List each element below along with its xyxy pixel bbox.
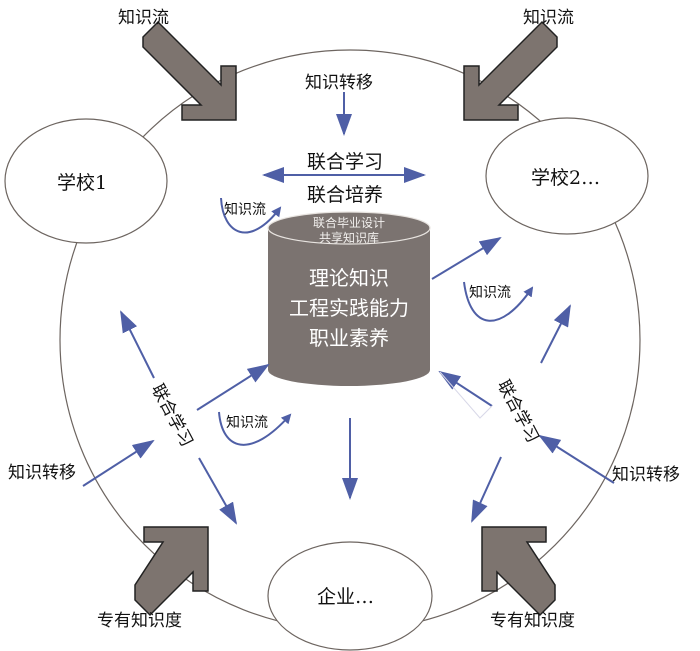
right-knowledge-transfer-label: 知识转移: [612, 465, 680, 485]
enterprise-label: 企业…: [317, 586, 375, 608]
right-down-arrow: [471, 456, 502, 523]
db-title-line1: 联合毕业设计: [312, 216, 385, 230]
db-line-professionalism: 职业素养: [309, 326, 389, 350]
right-to-db-arrow: [438, 370, 493, 407]
db-line-theory: 理论知识: [309, 266, 389, 290]
db-title-line2: 共享知识库: [318, 231, 379, 245]
proprietary-label-left: 专有知识度: [97, 611, 182, 631]
enterprise-ellipse: [267, 541, 433, 651]
left-up-arrow: [120, 310, 155, 379]
loop-label-upper-left: 知识流: [224, 202, 266, 218]
shared-knowledge-database: [267, 211, 431, 386]
loop-label-lower-left: 知识流: [226, 415, 268, 431]
proprietary-arrow-bottomright: [481, 526, 556, 617]
knowledge-flow-label-topright: 知识流: [523, 8, 574, 28]
knowledge-flow-label-topleft: 知识流: [118, 8, 169, 28]
joint-training-label: 联合培养: [307, 184, 384, 206]
loop-arrow-lower-left: [218, 411, 292, 446]
left-knowledge-transfer-label: 知识转移: [8, 463, 76, 483]
loop-arrow-right: [463, 281, 534, 322]
knowledge-flow-arrow-topleft: [142, 20, 237, 121]
knowledge-transfer-label-top: 知识转移: [305, 73, 373, 93]
knowledge-flow-arrow-topright: [463, 20, 558, 121]
loop-label-right: 知识流: [469, 285, 511, 301]
loop-arrow-upper-left: [220, 197, 282, 234]
proprietary-arrow-bottomleft: [134, 526, 209, 617]
left-to-db-arrow: [196, 363, 270, 411]
left-down-arrow: [198, 457, 237, 525]
school1-label: 学校1: [57, 172, 108, 194]
school1-ellipse: [4, 118, 168, 244]
db-to-school2-arrow: [431, 236, 502, 280]
left-transfer-arrow: [82, 439, 155, 487]
proprietary-label-right: 专有知识度: [490, 611, 575, 631]
right-up-arrow: [540, 304, 571, 364]
school2-ellipse: [485, 117, 649, 235]
right-to-db-bracket: [439, 371, 493, 419]
school2-label: 学校2…: [531, 167, 601, 189]
right-transfer-arrow: [538, 434, 615, 484]
joint-learning-label: 联合学习: [307, 151, 384, 173]
db-line-practice: 工程实践能力: [289, 296, 409, 320]
